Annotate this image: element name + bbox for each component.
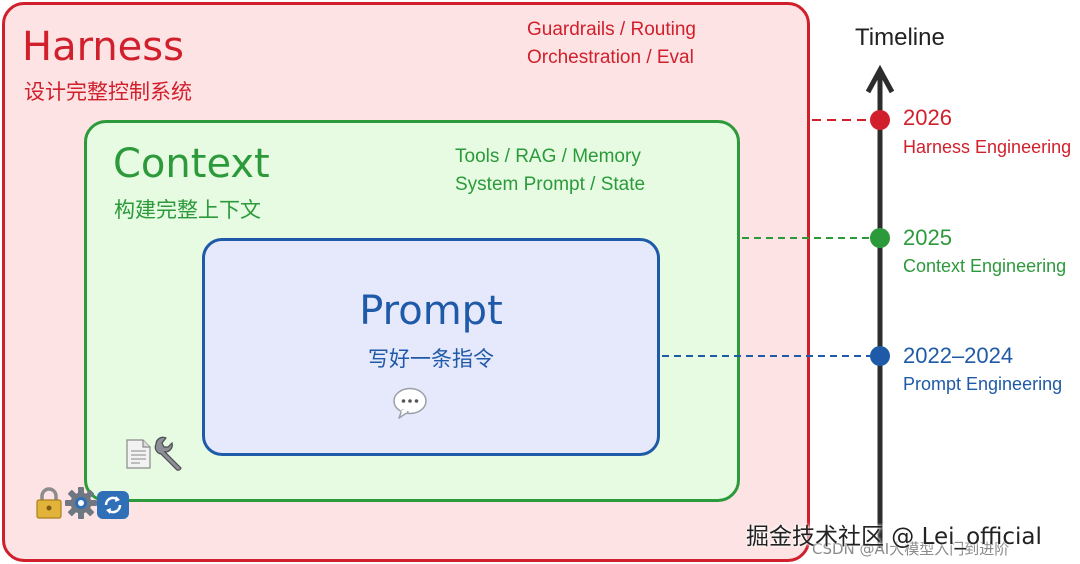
timeline-entry-name: Context Engineering	[903, 256, 1067, 276]
dot-2026	[870, 110, 890, 130]
harness-tag: Orchestration / Eval	[527, 47, 694, 68]
watermark-secondary: CSDN @AI大模型入门到进阶	[812, 540, 1010, 558]
timeline-arrow-icon	[865, 64, 895, 94]
timeline-entry-name: Prompt Engineering	[903, 374, 1063, 394]
timeline-label: Timeline	[855, 24, 945, 51]
timeline-entry-name: Harness Engineering	[903, 137, 1072, 157]
timeline-year: 2022–2024	[903, 343, 1014, 368]
harness-title: Harness	[22, 24, 184, 70]
wrench-icon	[154, 436, 182, 471]
prompt-box	[202, 238, 660, 456]
speech-bubble-icon	[393, 387, 427, 419]
context-tag: Tools / RAG / Memory	[455, 146, 641, 167]
context-tags: Tools / RAG / Memory System Prompt / Sta…	[455, 143, 645, 199]
dot-2025	[870, 228, 890, 248]
lock-icon	[36, 487, 62, 519]
document-icon	[126, 439, 151, 469]
prompt-subtitle: 写好一条指令	[368, 347, 494, 371]
gear-icon	[65, 487, 97, 519]
context-tag: System Prompt / State	[455, 174, 646, 195]
watermark: 掘金技术社区 @ Lei_official	[746, 524, 1042, 550]
prompt-title: Prompt	[359, 288, 503, 334]
harness-tags: Guardrails / Routing Orchestration / Eva…	[527, 16, 696, 72]
harness-subtitle: 设计完整控制系统	[24, 80, 192, 104]
timeline-year: 2025	[903, 225, 952, 250]
timeline-year: 2026	[903, 105, 952, 130]
context-title: Context	[113, 141, 270, 187]
harness-tag: Guardrails / Routing	[527, 19, 696, 40]
context-subtitle: 构建完整上下文	[114, 198, 261, 222]
dot-2022	[870, 346, 890, 366]
refresh-icon	[97, 491, 129, 519]
